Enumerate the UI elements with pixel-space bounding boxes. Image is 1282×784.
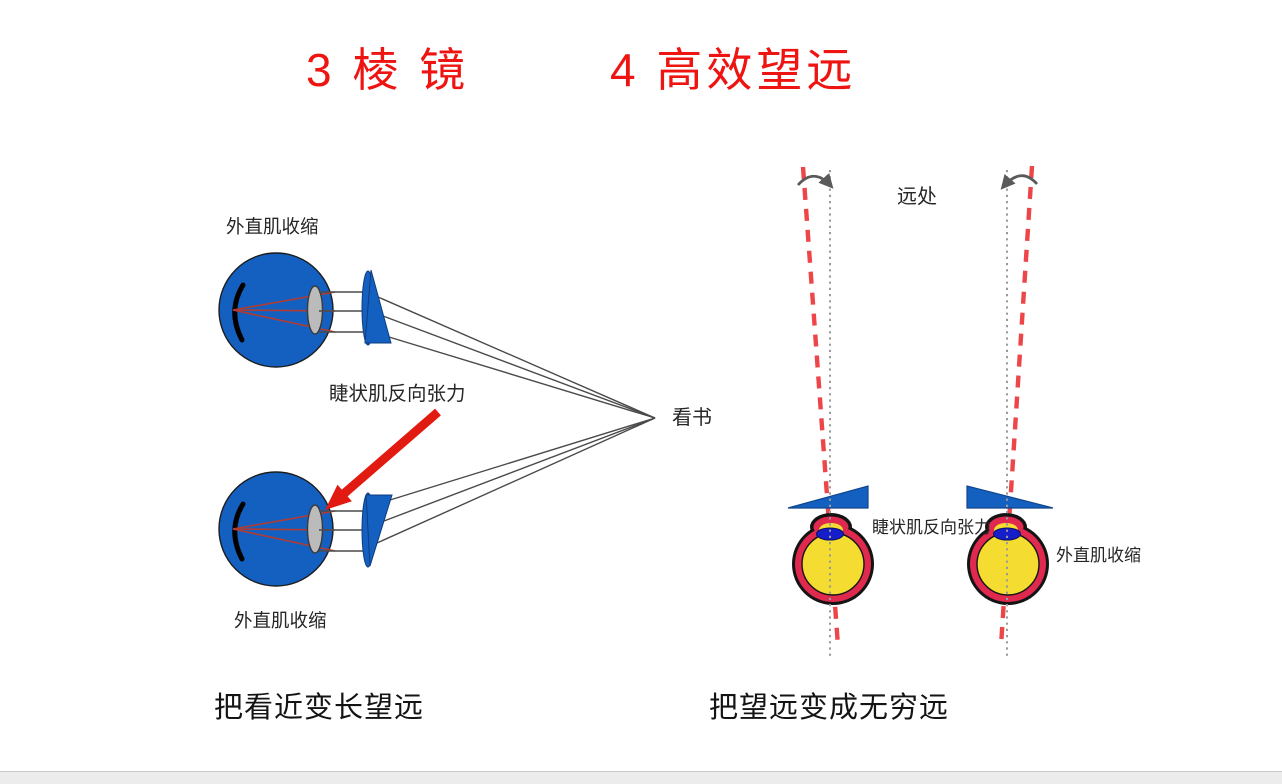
rotation-arrow-icon: [796, 173, 834, 189]
section-title-telescope: 4 高效望远: [610, 44, 857, 96]
near-vision-diagram: [218, 252, 656, 587]
label-reading-point: 看书: [672, 407, 712, 429]
crystalline-lens: [306, 285, 324, 335]
label-lateral-rectus-top: 外直肌收缩: [226, 216, 319, 237]
caption-left: 把看近变长望远: [214, 692, 425, 724]
iris-lens: [816, 527, 844, 541]
prism-bottom: [365, 494, 393, 567]
top-eyeball: [218, 252, 392, 368]
retina-arc: [232, 282, 246, 343]
label-lateral-rectus-bottom: 外直肌收缩: [234, 610, 327, 631]
bottom-eyeball: [218, 471, 393, 587]
right-eyeball: [967, 513, 1049, 605]
prism-top: [364, 269, 392, 344]
parallel-rays: [319, 291, 363, 333]
rotation-arrow-icon: [1000, 173, 1039, 190]
parallel-rays: [319, 510, 363, 552]
section-title-prism: 3 棱 镜: [306, 44, 470, 96]
red-annotation-arrow-icon: [325, 408, 441, 510]
left-eyeball: [792, 513, 874, 605]
prism-right: [966, 485, 1054, 509]
retina-arc: [232, 501, 246, 562]
label-lateral-rectus-right: 外直肌收缩: [1056, 546, 1141, 565]
caption-right: 把望远变成无穷远: [709, 692, 950, 724]
dotted-reference-axes: [829, 170, 1008, 659]
label-far-distance: 远处: [897, 186, 937, 208]
crystalline-lens: [306, 504, 324, 554]
label-ciliary-tension-left: 睫状肌反向张力: [329, 383, 466, 405]
light-rays-to-book: [376, 296, 656, 544]
bottom-bar: [0, 771, 1282, 784]
label-ciliary-tension-right: 睫状肌反向张力: [872, 518, 991, 537]
prism-left: [787, 485, 869, 509]
distance-vision-diagram: [787, 165, 1054, 659]
iris-lens: [993, 527, 1021, 541]
